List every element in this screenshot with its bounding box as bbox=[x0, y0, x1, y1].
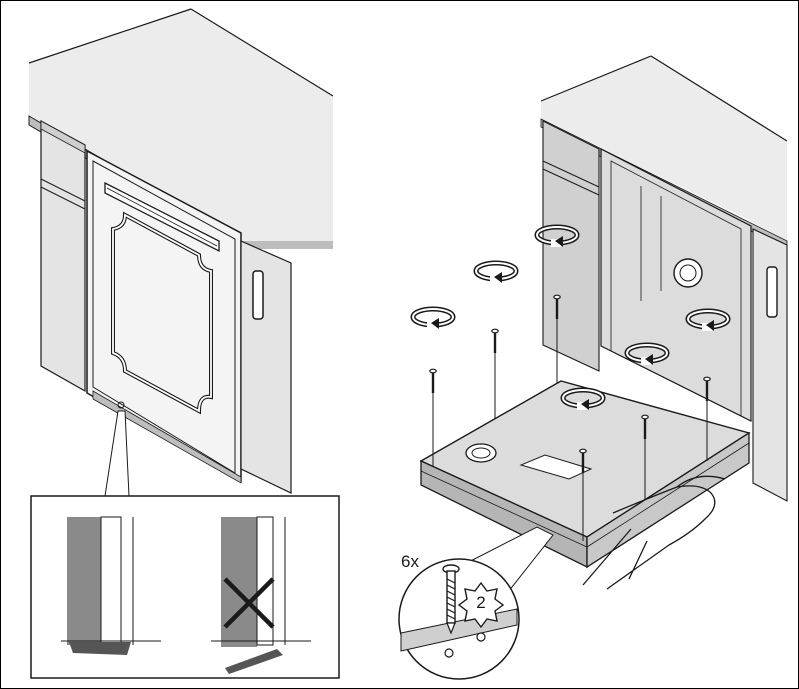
rotate-arrow-icon bbox=[413, 309, 453, 329]
inset-plinth-detail bbox=[30, 495, 340, 679]
right-scene-cabinet-handle bbox=[766, 266, 778, 318]
left-scene-built-in-dishwasher bbox=[28, 8, 334, 497]
inset-correct-example bbox=[61, 516, 161, 655]
worktop-right bbox=[541, 56, 787, 241]
screw-count-label: 6x bbox=[401, 552, 419, 571]
dishwasher-tub bbox=[600, 148, 752, 422]
x-mark-icon bbox=[223, 577, 275, 629]
step-star-icon bbox=[457, 581, 505, 629]
callout-wedge-left bbox=[104, 410, 130, 497]
right-cabinet bbox=[240, 240, 292, 494]
hand-illustration bbox=[582, 485, 716, 590]
screw-icon bbox=[490, 328, 500, 355]
screw-icon bbox=[442, 564, 460, 635]
rotate-arrow-icon bbox=[476, 263, 516, 283]
step-number-label: 2 bbox=[476, 593, 486, 612]
right-cabinet-handle bbox=[252, 270, 264, 320]
screw-detail-callout bbox=[398, 526, 554, 680]
screw-icon bbox=[428, 368, 438, 395]
worktop-left bbox=[29, 9, 333, 241]
left-cabinet bbox=[40, 119, 86, 393]
inset-incorrect-example bbox=[211, 516, 311, 674]
right-scene-right-cabinet bbox=[752, 228, 788, 502]
right-scene-door-removal bbox=[413, 55, 788, 590]
